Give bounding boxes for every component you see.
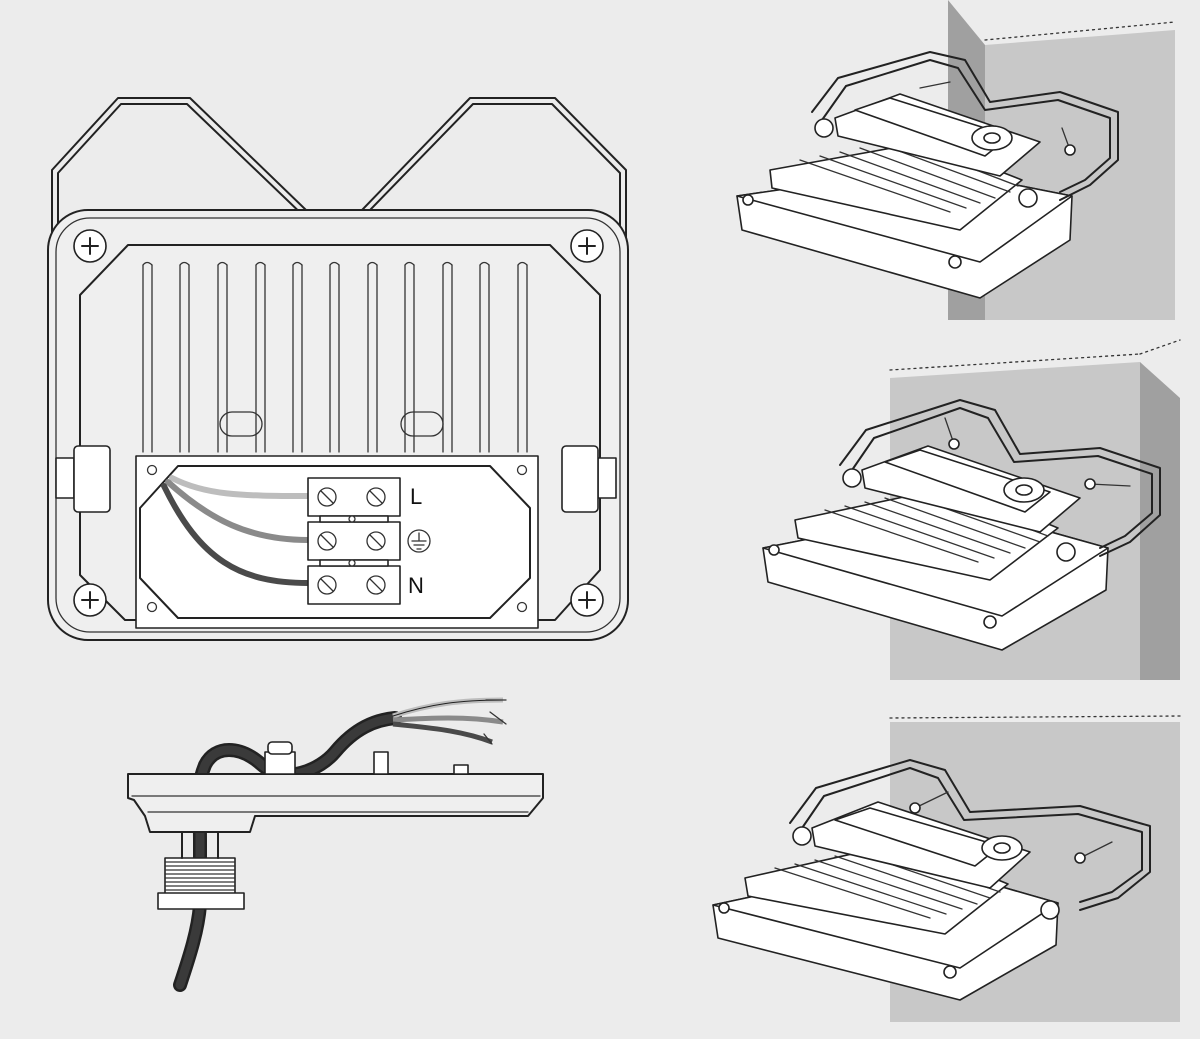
threaded-cable-gland xyxy=(157,831,245,910)
side-earth-wire xyxy=(392,715,504,725)
floodlight-back-view: L N xyxy=(47,97,629,641)
heatsink-panel xyxy=(79,244,601,621)
terminal-label-neutral: N xyxy=(408,573,424,598)
housing-inner xyxy=(55,217,621,633)
side-bolt-left xyxy=(55,445,111,513)
heatsink-fins xyxy=(142,261,528,453)
floodlight-side-view xyxy=(127,697,544,992)
top-cable-gland xyxy=(264,751,296,775)
corner-screw-bottom-left xyxy=(73,583,107,617)
side-housing xyxy=(127,773,544,833)
floodlight-unit-3 xyxy=(712,759,1151,1001)
neutral-wire xyxy=(161,483,311,586)
corner-screw-top-left xyxy=(73,229,107,263)
floodlight-unit-1 xyxy=(736,51,1119,299)
corner-screw-bottom-right xyxy=(570,583,604,617)
terminal-label-live: L xyxy=(410,484,422,509)
mounting-step-3 xyxy=(712,715,1181,1022)
junction-box: L N xyxy=(135,455,539,629)
live-wire xyxy=(169,475,311,499)
corner-screw-top-right xyxy=(570,229,604,263)
side-live-wire xyxy=(392,697,504,719)
earth-symbol-icon xyxy=(407,529,431,553)
mounting-step-2 xyxy=(762,339,1181,680)
mounting-step-1 xyxy=(736,0,1176,320)
terminal-block xyxy=(307,477,401,605)
wall-side xyxy=(1140,362,1180,680)
earth-wire xyxy=(165,479,311,543)
floodlight-unit-2 xyxy=(762,399,1161,651)
side-neutral-wire xyxy=(392,721,493,745)
side-bolt-right xyxy=(561,445,617,513)
